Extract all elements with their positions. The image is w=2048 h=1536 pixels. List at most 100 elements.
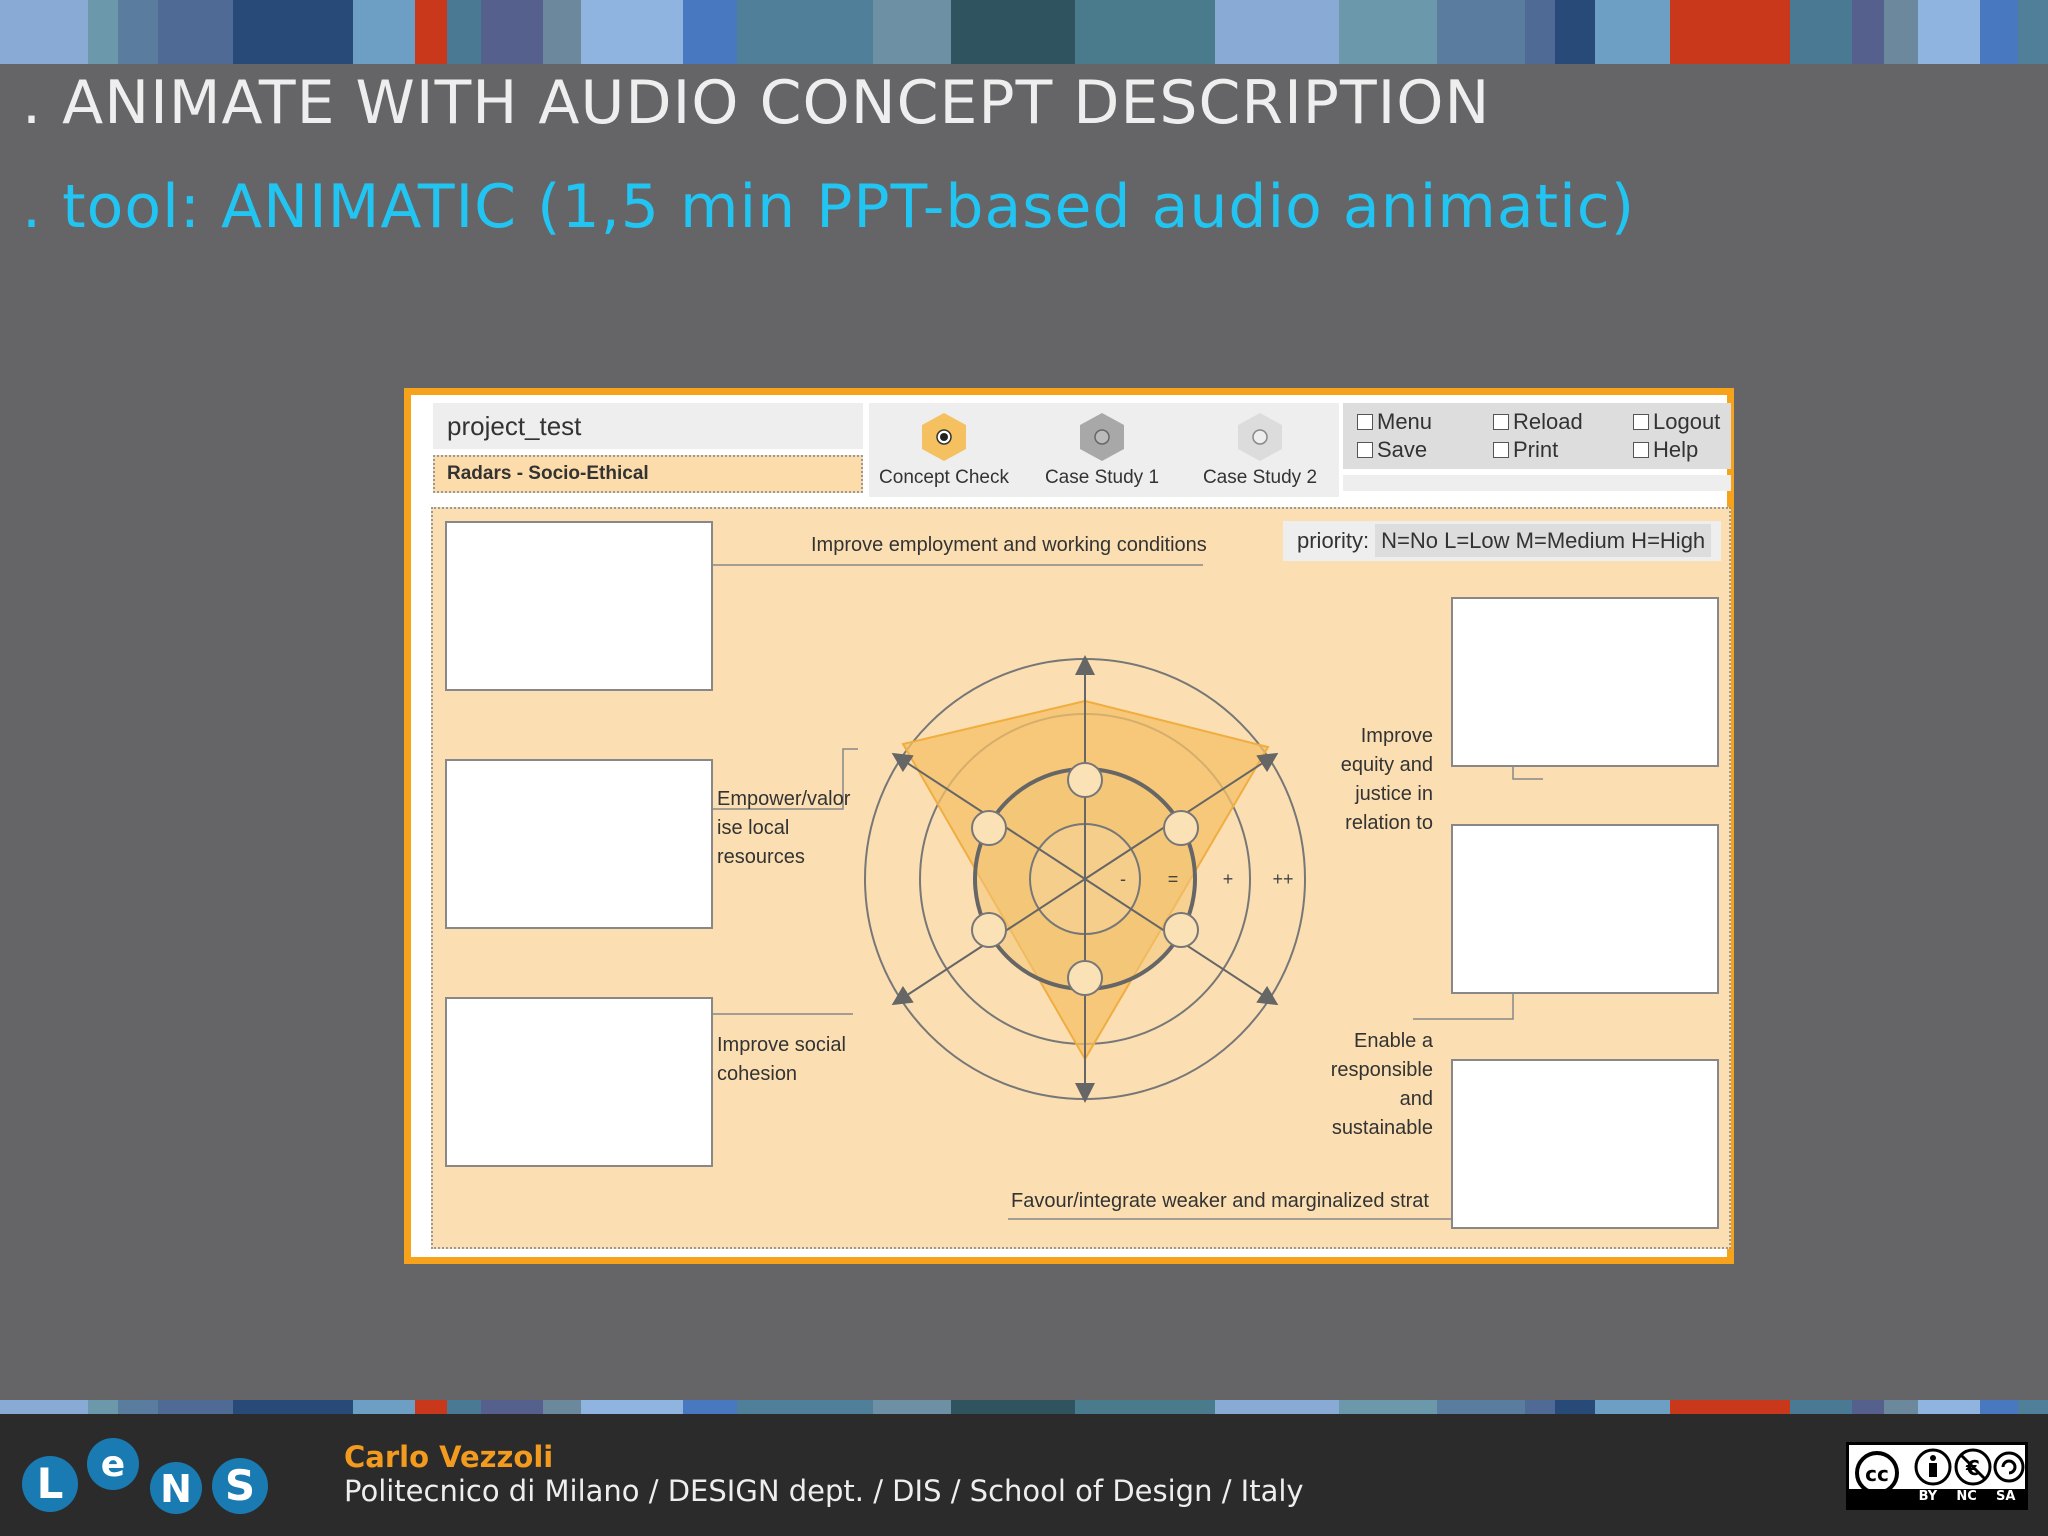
author-name: Carlo Vezzoli [344,1440,554,1474]
stripe-segment [2018,0,2048,64]
note-box-bottom-right[interactable] [1451,1059,1719,1229]
stripe-segment [1555,0,1595,64]
stripe-segment [581,1400,683,1414]
menu-spacer [1343,475,1731,491]
stripe-segment [1215,0,1339,64]
save-checkbox[interactable]: Save [1357,437,1427,463]
stripe-segment [1884,0,1918,64]
stripe-segment [1670,0,1790,64]
stripe-segment [1980,0,2018,64]
handle-upper-left [971,810,1007,846]
stripe-segment [1075,1400,1215,1414]
stripe-segment [88,1400,118,1414]
menu-checkbox[interactable]: Menu [1357,409,1432,435]
hexagon-radio-icon [1238,413,1282,461]
stripe-segment [873,0,951,64]
svg-text:e: e [101,1444,125,1485]
tab-label: Case Study 2 [1202,467,1318,488]
reload-checkbox[interactable]: Reload [1493,409,1583,435]
logout-checkbox[interactable]: Logout [1633,409,1720,435]
stripe-segment [88,0,118,64]
svg-text:S: S [225,1461,255,1510]
stripe-segment [543,1400,581,1414]
license-by: BY [1918,1489,1938,1504]
license-nc: NC [1956,1489,1977,1504]
radar-axes [891,655,1279,1103]
scale-label: = [1168,869,1179,889]
scale-label: ++ [1272,869,1293,889]
scale-label: + [1223,869,1234,889]
note-box-bottom-left[interactable] [445,997,713,1167]
axis-label-bottom: Favour/integrate weaker and marginalized… [1011,1190,1429,1212]
stripe-segment [1339,0,1437,64]
checkbox-icon [1493,414,1509,430]
stripe-segment [1918,1400,1980,1414]
stripe-segment [1790,0,1852,64]
stripe-segment [353,0,415,64]
tab-label: Concept Check [879,467,1009,488]
stripe-segment [1595,0,1670,64]
checkbox-icon [1357,414,1373,430]
handle-bottom [1067,960,1103,996]
stripe-segment [543,0,581,64]
cc-license-badge[interactable]: cc € BY NC SA [1846,1442,2028,1510]
note-box-top-right[interactable] [1451,597,1719,767]
footer: L e N S Carlo Vezzoli Politecnico di Mil… [0,1414,2048,1536]
handle-top [1067,762,1103,798]
stripe-segment [1339,1400,1437,1414]
stripe-segment [0,0,88,64]
stripe-segment [118,1400,158,1414]
stripe-segment [353,1400,415,1414]
stripe-segment [1437,1400,1525,1414]
stripe-segment [158,0,233,64]
stripe-segment [415,0,447,64]
print-label: Print [1513,437,1559,462]
stripe-segment [481,0,543,64]
stripe-segment [1437,0,1525,64]
stripe-segment [1852,1400,1884,1414]
stripe-segment [683,0,737,64]
stripe-segment [1980,1400,2018,1414]
svg-text:L: L [37,1459,64,1508]
top-stripe [0,0,2048,64]
slide-subtitle: . tool: ANIMATIC (1,5 min PPT-based audi… [22,172,1636,242]
author-affiliation: Politecnico di Milano / DESIGN dept. / D… [344,1474,1304,1508]
handle-lower-right [1163,912,1199,948]
note-box-mid-left[interactable] [445,759,713,929]
bottom-stripe [0,1400,2048,1414]
stripe-segment [2018,1400,2048,1414]
svg-text:N: N [160,1467,192,1511]
stripe-segment [951,1400,1075,1414]
stripe-segment [233,0,353,64]
top-menu: Menu Save Reload Print Logout Help [1343,403,1731,469]
tab-case-study-1[interactable]: Case Study 1 [1027,405,1177,495]
note-box-mid-right[interactable] [1451,824,1719,994]
tab-case-study-2[interactable]: Case Study 2 [1185,405,1335,495]
stripe-segment [581,0,683,64]
scale-label: - [1120,869,1126,889]
radar-handles [971,762,1199,996]
axis-label-top: Improve employment and working condition… [811,534,1207,556]
cc-icons: cc € [1855,1448,2025,1491]
stripe-segment [481,1400,543,1414]
stripe-segment [1852,0,1884,64]
tab-concept-check[interactable]: Concept Check [869,405,1019,495]
stripe-segment [447,0,481,64]
stripe-segment [737,0,873,64]
tab-label: Case Study 1 [1044,467,1160,488]
note-box-top-left[interactable] [445,521,713,691]
priority-levels: N=No L=Low M=Medium H=High [1375,524,1712,557]
slide-title: . ANIMATE WITH AUDIO CONCEPT DESCRIPTION [22,68,1491,138]
print-checkbox[interactable]: Print [1493,437,1558,463]
checkbox-icon [1493,442,1509,458]
stripe-segment [1525,0,1555,64]
stripe-segment [1918,0,1980,64]
stripe-segment [873,1400,951,1414]
help-checkbox[interactable]: Help [1633,437,1698,463]
stripe-segment [1884,1400,1918,1414]
reload-label: Reload [1513,409,1583,434]
stripe-segment [1075,0,1215,64]
tool-screenshot: project_test Radars - Socio-Ethical Conc… [404,388,1734,1264]
